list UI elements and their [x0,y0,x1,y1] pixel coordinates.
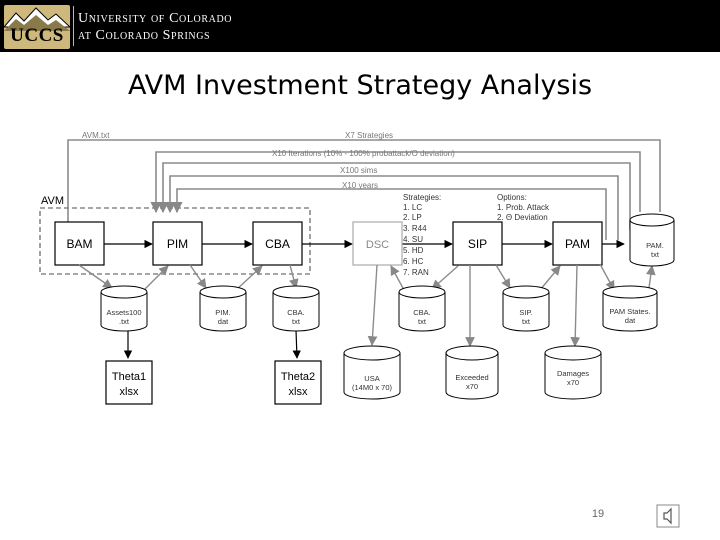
campus-name: at Colorado Springs [78,28,211,43]
output-theta1: Theta1 xlsx [105,360,153,405]
strategy-item: 2. LP [403,213,422,222]
process-bam: BAM [54,221,105,266]
option-item: 1. Prob. Attack [497,203,550,212]
svg-text:PIM: PIM [167,237,188,251]
store-cba-right [398,285,446,332]
store-label: PAM. [646,241,664,250]
link-pam-damages [570,264,581,347]
link-sip-cbaright [431,265,459,290]
speaker-icon[interactable] [656,504,680,528]
store-label: SIP. [519,308,532,317]
loop-label-x10-years: X10 years [342,181,378,190]
page-title: AVM Investment Strategy Analysis [127,70,593,101]
store-label: PAM States. [609,307,650,316]
loop-label-x10-iterations: X10 Iterations (10% - 100% probattack/O … [272,149,455,158]
page-number: 19 [591,508,605,520]
link-cbaright-dsc [390,265,405,291]
strategies-heading: Strategies: [403,193,441,202]
loop-x7 [150,151,641,214]
store-label: PIM. [215,308,230,317]
link-cba-cbatxt [289,264,299,289]
svg-text:PAM: PAM [565,237,590,251]
svg-text:Theta1: Theta1 [112,371,146,383]
store-pam-txt [629,213,675,267]
strategy-item: 6. HC [403,257,424,266]
process-cba: CBA [252,221,303,266]
option-item: 2. Θ Deviation [497,213,548,222]
store-sip-txt [502,285,550,332]
store-exceeded [445,345,499,400]
svg-text:SIP: SIP [468,237,487,251]
link-cbatxt-theta2 [292,329,301,359]
store-label: Damages [557,369,589,378]
strategy-item: 4. SU [403,235,423,244]
store-label: txt [292,317,301,326]
link-pim-pimdat [189,264,207,289]
store-label: x70 [567,378,579,387]
svg-text:CBA: CBA [265,237,290,251]
store-label: CBA. [287,308,305,317]
loop-x10-iterations [157,162,631,230]
options-heading: Options: [497,193,527,202]
svg-text:Theta2: Theta2 [281,371,315,383]
header-banner: UCCS University of Colorado at Colorado … [0,0,720,52]
link-siptxt-pam [539,265,561,291]
loop-label-avm-txt: AVM.txt [82,131,110,140]
process-pam: PAM [552,221,603,266]
store-label: txt [651,250,660,259]
store-assets [100,285,148,332]
loop-label-x100: X100 sims [340,166,377,175]
loop-x100 [164,175,619,240]
store-pim-dat [199,285,247,332]
strategy-item: 7. RAN [403,268,429,277]
store-label: dat [625,316,636,325]
strategy-item: 5. HD [403,246,424,255]
link-cba-usa [367,264,378,346]
output-theta2: Theta2 xlsx [274,360,322,405]
loop-x10-years [171,188,607,240]
logo-letters: UCCS [10,25,64,46]
loop-label-x7: X7 Strategies [345,131,393,140]
mountain-icon [4,7,70,31]
store-label: txt [418,317,427,326]
university-name: University of Colorado [78,11,233,26]
store-label: CBA. [413,308,431,317]
link-pam-pamstates [599,263,615,291]
store-label: Exceeded [455,373,488,382]
store-damages [544,345,602,400]
process-dsc: DSC [352,221,403,266]
link-bam-assets [78,264,113,289]
store-cba-top [272,285,320,332]
store-label: dat [218,317,229,326]
store-pam-states [602,285,658,332]
uccs-logo: UCCS [4,5,70,49]
svg-text:BAM: BAM [66,237,92,251]
svg-text:xlsx: xlsx [120,386,139,398]
svg-text:xlsx: xlsx [289,386,308,398]
svg-text:DSC: DSC [366,239,389,251]
strategy-item: 1. LC [403,203,422,212]
store-label: Assets100 [106,308,141,317]
link-sip-siptxt [495,264,511,289]
store-label: (14M0 x 70) [352,383,393,392]
strategy-item: 3. R44 [403,224,427,233]
store-label: x70 [466,382,478,391]
logo-divider [73,6,74,46]
process-pim: PIM [152,221,203,266]
store-label: txt [522,317,531,326]
process-sip: SIP [452,221,503,266]
link-pimdat-cba [235,265,263,291]
store-label: .txt [119,317,130,326]
store-label: USA [364,374,379,383]
store-usa [343,345,401,400]
avm-group-label: AVM [41,195,64,207]
